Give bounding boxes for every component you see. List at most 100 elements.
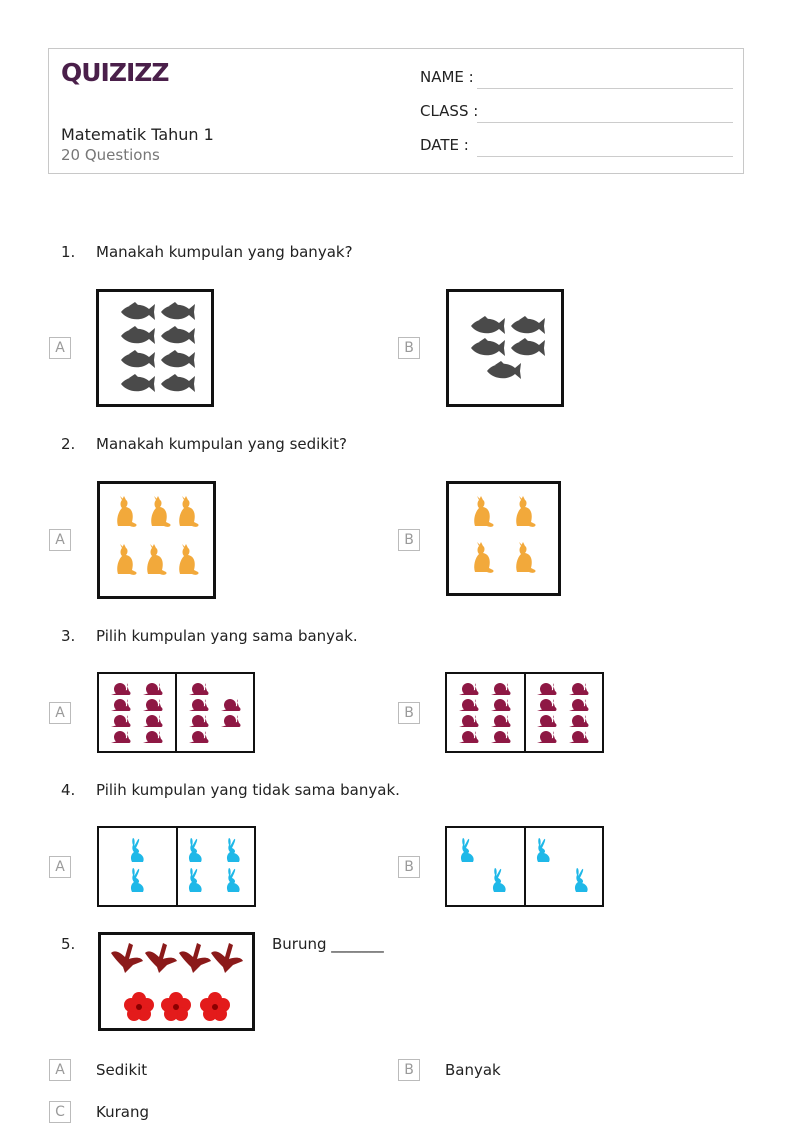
snail-icon [459,714,479,727]
snail-icon [189,682,209,695]
option-b-text[interactable]: Banyak [445,1061,501,1079]
question-text: Manakah kumpulan yang banyak? [96,243,353,261]
cat-icon [151,496,171,527]
option-a-image[interactable] [96,289,214,407]
option-c[interactable]: C [49,1101,71,1123]
snail-icon [189,714,209,727]
fish-icon [471,316,505,334]
cat-icon [516,542,536,573]
option-a-text[interactable]: Sedikit [96,1061,148,1079]
option-b[interactable]: B [398,337,420,359]
snail-icon [143,714,163,727]
quizizz-logo: QUIZIZZ [61,58,170,87]
question-text: Manakah kumpulan yang sedikit? [96,435,348,453]
flower-icon [161,992,191,1021]
question-number: 1. [61,243,76,261]
snail-icon [537,682,557,695]
rabbit-icon [226,838,240,862]
snail-icon [143,730,163,743]
fish-icon [161,302,195,320]
option-a[interactable]: A [49,529,71,551]
option-a[interactable]: A [49,702,71,724]
cat-group [117,496,199,575]
rabbit-icon [188,868,202,892]
flower-icon [124,992,154,1021]
fish-icon [487,361,521,379]
fish-icon [511,338,545,356]
snail-icon [111,714,131,727]
snail-icon [491,714,511,727]
name-label: NAME : [420,68,474,86]
name-line[interactable] [477,88,733,89]
snail-icon [491,730,511,743]
snail-icon [221,698,241,711]
bird-icon [179,943,211,973]
snail-icon [491,698,511,711]
rabbit-icon [188,838,202,862]
fish-icon [121,350,155,368]
rabbit-icon [492,868,506,892]
cat-icon [179,496,199,527]
rabbit-icon [536,838,550,862]
question-number: 2. [61,435,76,453]
option-b-image[interactable] [445,826,604,907]
date-label: DATE : [420,136,469,154]
snail-icon [111,682,131,695]
snail-icon [189,698,209,711]
bird-icon [111,943,143,973]
fish-icon [471,338,505,356]
option-b-image[interactable] [445,672,604,753]
date-line[interactable] [477,156,733,157]
fish-icon [121,326,155,344]
question-text: Pilih kumpulan yang sama banyak. [96,627,358,645]
rabbit-icon [226,868,240,892]
snail-icon [111,698,131,711]
cat-icon [474,496,494,527]
snail-icon [143,698,163,711]
worksheet-title: Matematik Tahun 1 [61,125,214,144]
bird-icon [211,943,243,973]
fish-icon [121,302,155,320]
question-text: Pilih kumpulan yang tidak sama banyak. [96,781,400,799]
option-b[interactable]: B [398,1059,420,1081]
snail-icon [537,698,557,711]
option-a[interactable]: A [49,1059,71,1081]
question-image [98,932,255,1031]
cat-icon [179,544,199,575]
rabbit-icon [460,838,474,862]
snail-icon [111,730,131,743]
cat-icon [474,542,494,573]
snail-icon [569,698,589,711]
fish-icon [161,326,195,344]
option-b[interactable]: B [398,702,420,724]
option-a-image[interactable] [97,826,256,907]
snail-icon [569,730,589,743]
snail-icon [491,682,511,695]
question-number: 5. [61,935,76,953]
fish-group [471,316,545,379]
cat-group [474,496,536,573]
fish-icon [161,374,195,392]
cat-icon [117,496,137,527]
option-b[interactable]: B [398,529,420,551]
option-c-text[interactable]: Kurang [96,1103,149,1121]
class-line[interactable] [477,122,733,123]
snail-icon [569,682,589,695]
worksheet-header [48,48,744,174]
option-a-image[interactable] [97,672,255,753]
option-b-image[interactable] [446,289,564,407]
snail-icon [537,714,557,727]
option-a[interactable]: A [49,856,71,878]
option-a-image[interactable] [97,481,216,599]
fish-group [121,302,195,392]
option-b[interactable]: B [398,856,420,878]
rabbit-icon [130,838,144,862]
rabbit-icon [574,868,588,892]
question-count: 20 Questions [61,146,160,164]
question-number: 3. [61,627,76,645]
option-a[interactable]: A [49,337,71,359]
option-b-image[interactable] [446,481,561,596]
fish-icon [121,374,155,392]
fish-icon [511,316,545,334]
snail-icon [459,730,479,743]
